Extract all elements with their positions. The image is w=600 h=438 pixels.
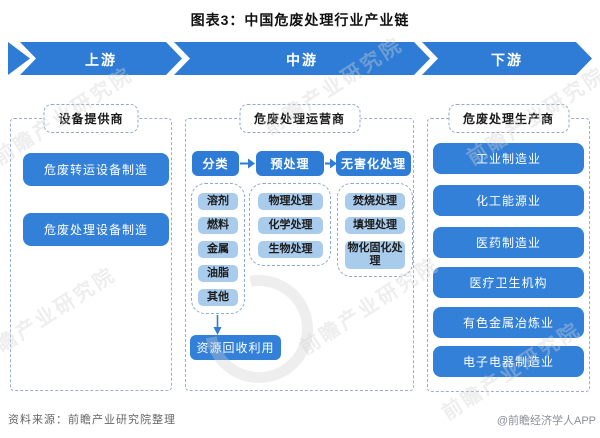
banner-segment-midstream: [174, 42, 430, 75]
footer-credit: @前瞻经济学人APP: [496, 415, 596, 427]
downstream-box-electronics: 电子电器制造业: [433, 346, 584, 377]
downstream-header: 危废处理生产商: [447, 104, 570, 133]
upstream-box-treatment-equipment: 危废处理设备制造: [23, 213, 169, 246]
banner-label-midstream: 中游: [286, 52, 318, 68]
stage-box-pretreatment: 预处理: [256, 151, 324, 176]
classification-group: 溶剂 燃料 金属 油脂 其他: [191, 183, 245, 314]
pretreatment-item-biological: 生物处理: [258, 241, 323, 258]
downstream-box-industrial: 工业制造业: [433, 143, 584, 174]
downstream-box-chemical-energy: 化工能源业: [433, 185, 584, 216]
downstream-box-nonferrous-smelting: 有色金属冶炼业: [433, 307, 584, 338]
page-title: 图表3：中国危废处理行业产业链: [190, 12, 410, 28]
chain-banner-arrow: [8, 42, 592, 75]
harmless-group: 焚烧处理 填埋处理 物化固化处理: [337, 183, 413, 277]
column-downstream: 危废处理生产商 工业制造业 化工能源业 医药制造业 医疗卫生机构 有色金属冶炼业…: [427, 104, 590, 392]
column-midstream: 危废处理运营商 分类 预处理 无害化处理 溶剂 燃料 金属 油脂 其他 物理处理…: [185, 104, 414, 391]
arrow-right-icon: [324, 158, 337, 169]
stage-box-harmless-treatment: 无害化处理: [336, 151, 411, 176]
banner-label-downstream: 下游: [491, 52, 523, 68]
column-upstream: 设备提供商 危废转运设备制造 危废处理设备制造: [10, 104, 172, 391]
pretreatment-item-chemical: 化学处理: [258, 217, 323, 234]
midstream-header: 危废处理运营商: [238, 104, 361, 133]
banner-label-upstream: 上游: [85, 52, 117, 68]
classification-item-fuel: 燃料: [198, 217, 238, 234]
harmless-item-solidification: 物化固化处理: [345, 241, 405, 269]
arrow-down-icon: [213, 315, 222, 335]
banner-segment-upstream: [20, 42, 182, 75]
downstream-box-pharma: 医药制造业: [433, 227, 584, 258]
classification-item-other: 其他: [198, 289, 238, 306]
arrow-right-icon: [240, 158, 255, 169]
pretreatment-group: 物理处理 化学处理 生物处理: [249, 183, 331, 266]
classification-item-metal: 金属: [198, 241, 238, 258]
banner-left-chevron-icon: [8, 42, 30, 75]
harmless-item-landfill: 填埋处理: [345, 217, 405, 234]
recycle-box: 资源回收利用: [190, 335, 281, 360]
pretreatment-item-physical: 物理处理: [258, 193, 323, 210]
classification-item-solvent: 溶剂: [198, 193, 238, 210]
banner-segment-downstream: [422, 42, 592, 75]
upstream-box-transport-equipment: 危废转运设备制造: [23, 153, 169, 186]
harmless-item-incineration: 焚烧处理: [345, 193, 405, 210]
stage-box-classification: 分类: [192, 151, 239, 176]
footer-source: 资料来源：前瞻产业研究院整理: [8, 414, 176, 426]
upstream-header: 设备提供商: [43, 104, 139, 133]
downstream-box-medical-institution: 医疗卫生机构: [433, 267, 584, 298]
classification-item-oil: 油脂: [198, 265, 238, 282]
